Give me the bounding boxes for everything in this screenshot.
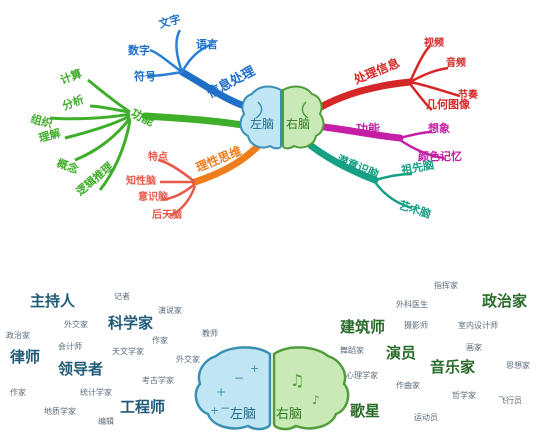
leaf-acquired: 后天脑 <box>152 208 182 221</box>
leaf-video: 视频 <box>424 36 444 49</box>
word-teacher: 教师 <box>202 328 218 338</box>
leaf-symbol: 符号 <box>134 69 156 83</box>
leaf-imagine: 想象 <box>427 121 450 135</box>
word-musician: 音乐家 <box>430 358 475 376</box>
branch-title-subconscious: 潜意识脑 <box>335 152 381 181</box>
leaf-calc: 计算 <box>58 66 83 87</box>
leaf-feature: 特点 <box>148 150 168 163</box>
word-accountant: 会计师 <box>58 341 82 351</box>
word-astronomer: 天文学家 <box>112 346 144 356</box>
plus-symbol: + <box>250 362 259 375</box>
leaf-text: 文字 <box>157 12 182 31</box>
plus-symbol: + <box>210 404 219 417</box>
branch-right-function: 功能 想象 颜色记忆 <box>310 121 462 163</box>
leaf-organize: 组织 <box>29 111 54 130</box>
word-surgeon: 外科医生 <box>396 299 428 309</box>
brain-bottom: + − + − + ♫ ♪ 左脑 右脑 <box>194 346 350 431</box>
leaf-ancestor: 祖先脑 <box>399 157 435 177</box>
music-note-icon: ♫ <box>290 371 304 390</box>
word-speaker: 演说家 <box>158 305 182 315</box>
word-actor: 演员 <box>386 344 416 362</box>
word-thinker: 思想家 <box>506 360 530 370</box>
word-reporter: 记者 <box>114 292 130 301</box>
leaf-geometry: 几何图像 <box>426 97 471 111</box>
leaf-rhythm: 节奏 <box>458 88 479 101</box>
word-diplomat: 外交家 <box>64 319 88 329</box>
branch-info-processing: 信息处理 数字 文字 语言 符号 <box>128 12 258 112</box>
word-pilot: 飞行员 <box>498 395 522 405</box>
word-diplomat-2: 外交家 <box>176 354 200 364</box>
word-leader: 领导者 <box>57 360 103 378</box>
brain-bottom-right-label: 右脑 <box>276 407 302 422</box>
leaf-intellect: 知性脑 <box>125 174 156 187</box>
brain-top-left-label: 左脑 <box>250 116 274 131</box>
right-word-cloud: 政治家 建筑师 演员 音乐家 歌星 指挥家 外科医生 摄影师 室内设计师 舞蹈家… <box>340 280 530 422</box>
word-writer-2: 作家 <box>10 387 26 397</box>
word-archaeologist: 考古学家 <box>142 375 174 385</box>
word-politician: 政治家 <box>6 330 30 340</box>
word-conductor: 指挥家 <box>434 280 458 290</box>
branch-rational: 理性思维 特点 知性脑 意识脑 后天脑 <box>125 138 266 221</box>
leaf-digit: 数字 <box>128 43 150 57</box>
word-writer: 作家 <box>152 335 168 345</box>
leaf-understand: 理解 <box>37 126 62 145</box>
word-geologist: 地质学家 <box>44 406 76 416</box>
leaf-art: 艺术脑 <box>397 198 433 222</box>
word-statistician: 统计学家 <box>80 387 112 397</box>
word-composer: 作曲家 <box>396 380 420 390</box>
leaf-analyze: 分析 <box>60 92 85 113</box>
leaf-language: 语言 <box>196 37 218 51</box>
plus-symbol: + <box>216 385 226 399</box>
leaf-audio: 音频 <box>446 56 466 69</box>
word-athlete: 运动员 <box>414 412 438 422</box>
branch-right-info: 处理信息 视频 音频 节奏 几何图像 <box>308 36 479 116</box>
word-host: 主持人 <box>30 292 76 310</box>
branch-title-left-function: 功能 <box>129 105 157 129</box>
leaf-conscious: 意识脑 <box>138 190 168 203</box>
brain-top-right-label: 右脑 <box>286 116 310 131</box>
word-editor: 编辑 <box>98 416 114 426</box>
branch-title-right-function: 功能 <box>356 121 380 136</box>
branch-subconscious: 潜意识脑 祖先脑 艺术脑 <box>300 136 435 222</box>
brain-top: 左脑 右脑 <box>239 85 325 150</box>
minus-symbol: − <box>220 401 230 415</box>
word-engineer: 工程师 <box>120 398 165 416</box>
word-lawyer: 律师 <box>9 348 40 366</box>
left-word-cloud: 主持人 科学家 律师 领导者 工程师 记者 演说家 政治家 外交家 会计师 天文… <box>6 292 218 426</box>
brain-bottom-left-label: 左脑 <box>230 407 256 422</box>
word-politician-right: 政治家 <box>482 292 527 310</box>
word-scientist: 科学家 <box>108 314 153 332</box>
word-painter: 画家 <box>466 342 482 352</box>
leaf-color-memory: 颜色记忆 <box>418 149 462 163</box>
minus-symbol: − <box>234 371 244 385</box>
music-note-icon: ♪ <box>312 393 320 407</box>
word-architect: 建筑师 <box>340 318 385 336</box>
word-photographer: 摄影师 <box>404 320 428 330</box>
word-psychologist: 心理学家 <box>346 370 378 380</box>
word-singer: 歌星 <box>350 402 380 420</box>
word-interior-designer: 室内设计师 <box>458 320 498 330</box>
word-dancer: 舞蹈家 <box>340 345 364 355</box>
word-philosopher: 哲学家 <box>452 390 476 400</box>
